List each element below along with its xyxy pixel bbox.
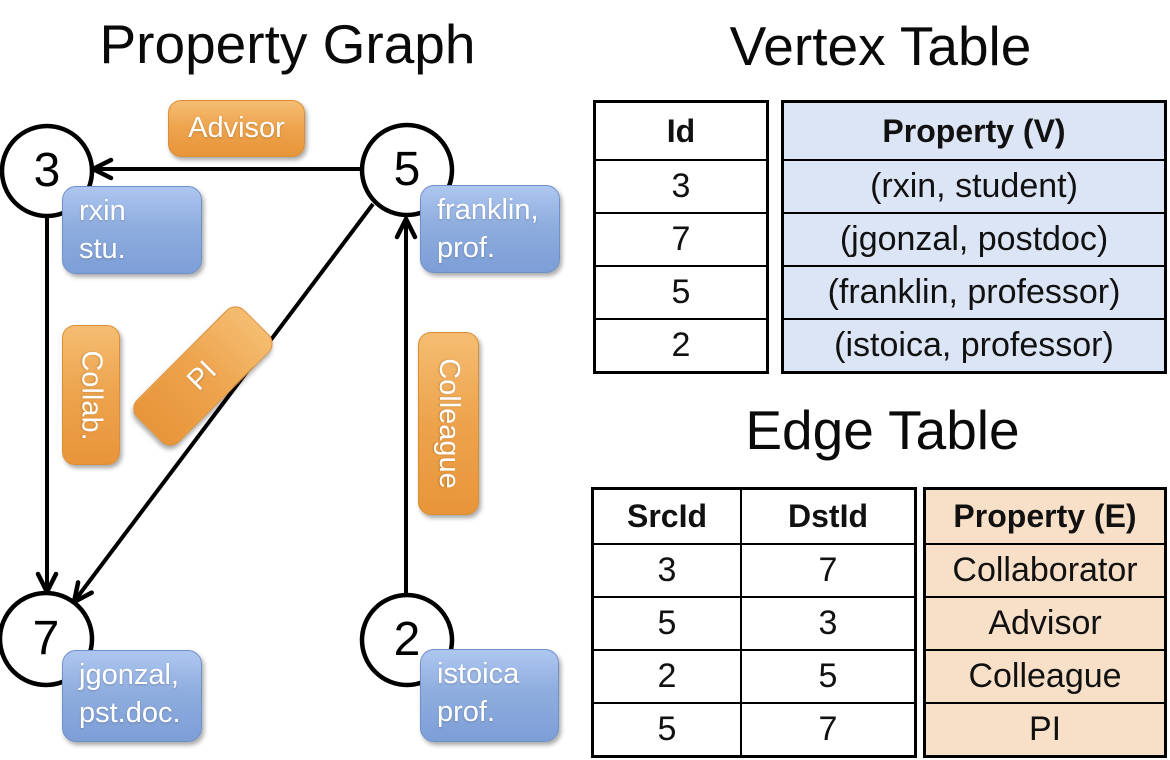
vertex-property-line: istoica xyxy=(437,658,520,690)
dstid-cell: 3 xyxy=(740,596,914,649)
edge-label-text: PI xyxy=(181,354,224,397)
edge-lines xyxy=(45,167,408,601)
vertex-table-title: Vertex Table xyxy=(729,15,1032,77)
edge-table-row: 5 3 xyxy=(594,596,914,649)
dstid-cell: 7 xyxy=(740,543,914,596)
vertex-id-5: 5 xyxy=(393,143,421,196)
vertex-property-line: jgonzal, xyxy=(79,659,179,691)
vertex-id-7: 7 xyxy=(32,612,60,665)
vertex-property-cell: (franklin, professor) xyxy=(784,265,1164,318)
vertex-property-box-franklin: franklin, prof. xyxy=(420,185,560,273)
srcid-cell: 3 xyxy=(594,543,740,596)
column-header-property-v: Property (V) xyxy=(882,112,1066,149)
edge-table-row: 2 5 xyxy=(594,649,914,702)
edge-label-text: Collab. xyxy=(75,349,108,441)
edge-table-row: 5 7 xyxy=(594,702,914,755)
edge-line-5-7 xyxy=(74,202,375,601)
vertex-property-cell: (jgonzal, postdoc) xyxy=(784,212,1164,265)
vertex-property-box-jgonzal: jgonzal, pst.doc. xyxy=(62,650,202,742)
vertex-property-cell: (istoica, professor) xyxy=(784,318,1164,371)
edge-table-title: Edge Table xyxy=(745,399,1020,461)
edge-property-cell: PI xyxy=(926,702,1164,755)
vertex-property-line: pst.doc. xyxy=(79,697,181,729)
vertex-property-box-rxin: rxin stu. xyxy=(62,186,202,274)
srcid-cell: 5 xyxy=(594,702,740,755)
vertex-table: Id 3 7 5 2 Property (V) (rxin, student) … xyxy=(593,100,1167,374)
column-header-id: Id xyxy=(666,112,696,149)
edge-property-cell: Collaborator xyxy=(926,543,1164,596)
vertex-property-line: franklin, xyxy=(437,194,539,226)
vertex-id-cell: 2 xyxy=(596,318,766,371)
vertex-property-line: stu. xyxy=(79,233,126,265)
column-header-dstid: DstId xyxy=(740,490,914,543)
edge-property-cell: Colleague xyxy=(926,649,1164,702)
vertex-id-cell: 7 xyxy=(596,212,766,265)
vertex-property-cell: (rxin, student) xyxy=(784,159,1164,212)
vertex-id-3: 3 xyxy=(33,144,61,197)
vertex-property-line: rxin xyxy=(79,195,126,227)
srcid-cell: 5 xyxy=(594,596,740,649)
edge-table-row: 3 7 xyxy=(594,543,914,596)
vertex-table-id-column: Id 3 7 5 2 xyxy=(593,100,769,374)
edge-label-text: Advisor xyxy=(188,112,285,144)
edge-label-advisor: Advisor xyxy=(168,100,305,157)
arrowhead-into-5-icon xyxy=(394,213,418,240)
column-header-property-e: Property (E) xyxy=(953,498,1137,534)
srcid-cell: 2 xyxy=(594,649,740,702)
edge-table-property-column: Property (E) Collaborator Advisor Collea… xyxy=(923,487,1167,758)
vertex-id-cell: 5 xyxy=(596,265,766,318)
edge-label-colleague: Colleague xyxy=(418,332,479,515)
edge-table-id-columns: SrcId DstId 3 7 5 3 2 5 5 7 xyxy=(591,487,917,758)
column-gap xyxy=(769,100,781,374)
edge-table: SrcId DstId 3 7 5 3 2 5 5 7 Property (E) xyxy=(591,487,1167,758)
dstid-cell: 5 xyxy=(740,649,914,702)
vertex-property-line: prof. xyxy=(437,232,496,264)
vertex-property-box-istoica: istoica prof. xyxy=(420,649,559,742)
dstid-cell: 7 xyxy=(740,702,914,755)
vertex-property-line: prof. xyxy=(437,696,496,728)
vertex-id-2: 2 xyxy=(393,613,421,666)
edge-table-header-row: SrcId DstId xyxy=(594,490,914,543)
vertex-table-property-column: Property (V) (rxin, student) (jgonzal, p… xyxy=(781,100,1167,374)
column-header-srcid: SrcId xyxy=(626,498,708,534)
vertex-id-cell: 3 xyxy=(596,159,766,212)
edge-label-text: Colleague xyxy=(433,358,466,489)
edge-label-collaborator: Collab. xyxy=(62,325,120,465)
property-graph-title: Property Graph xyxy=(99,13,476,75)
edge-property-cell: Advisor xyxy=(926,596,1164,649)
